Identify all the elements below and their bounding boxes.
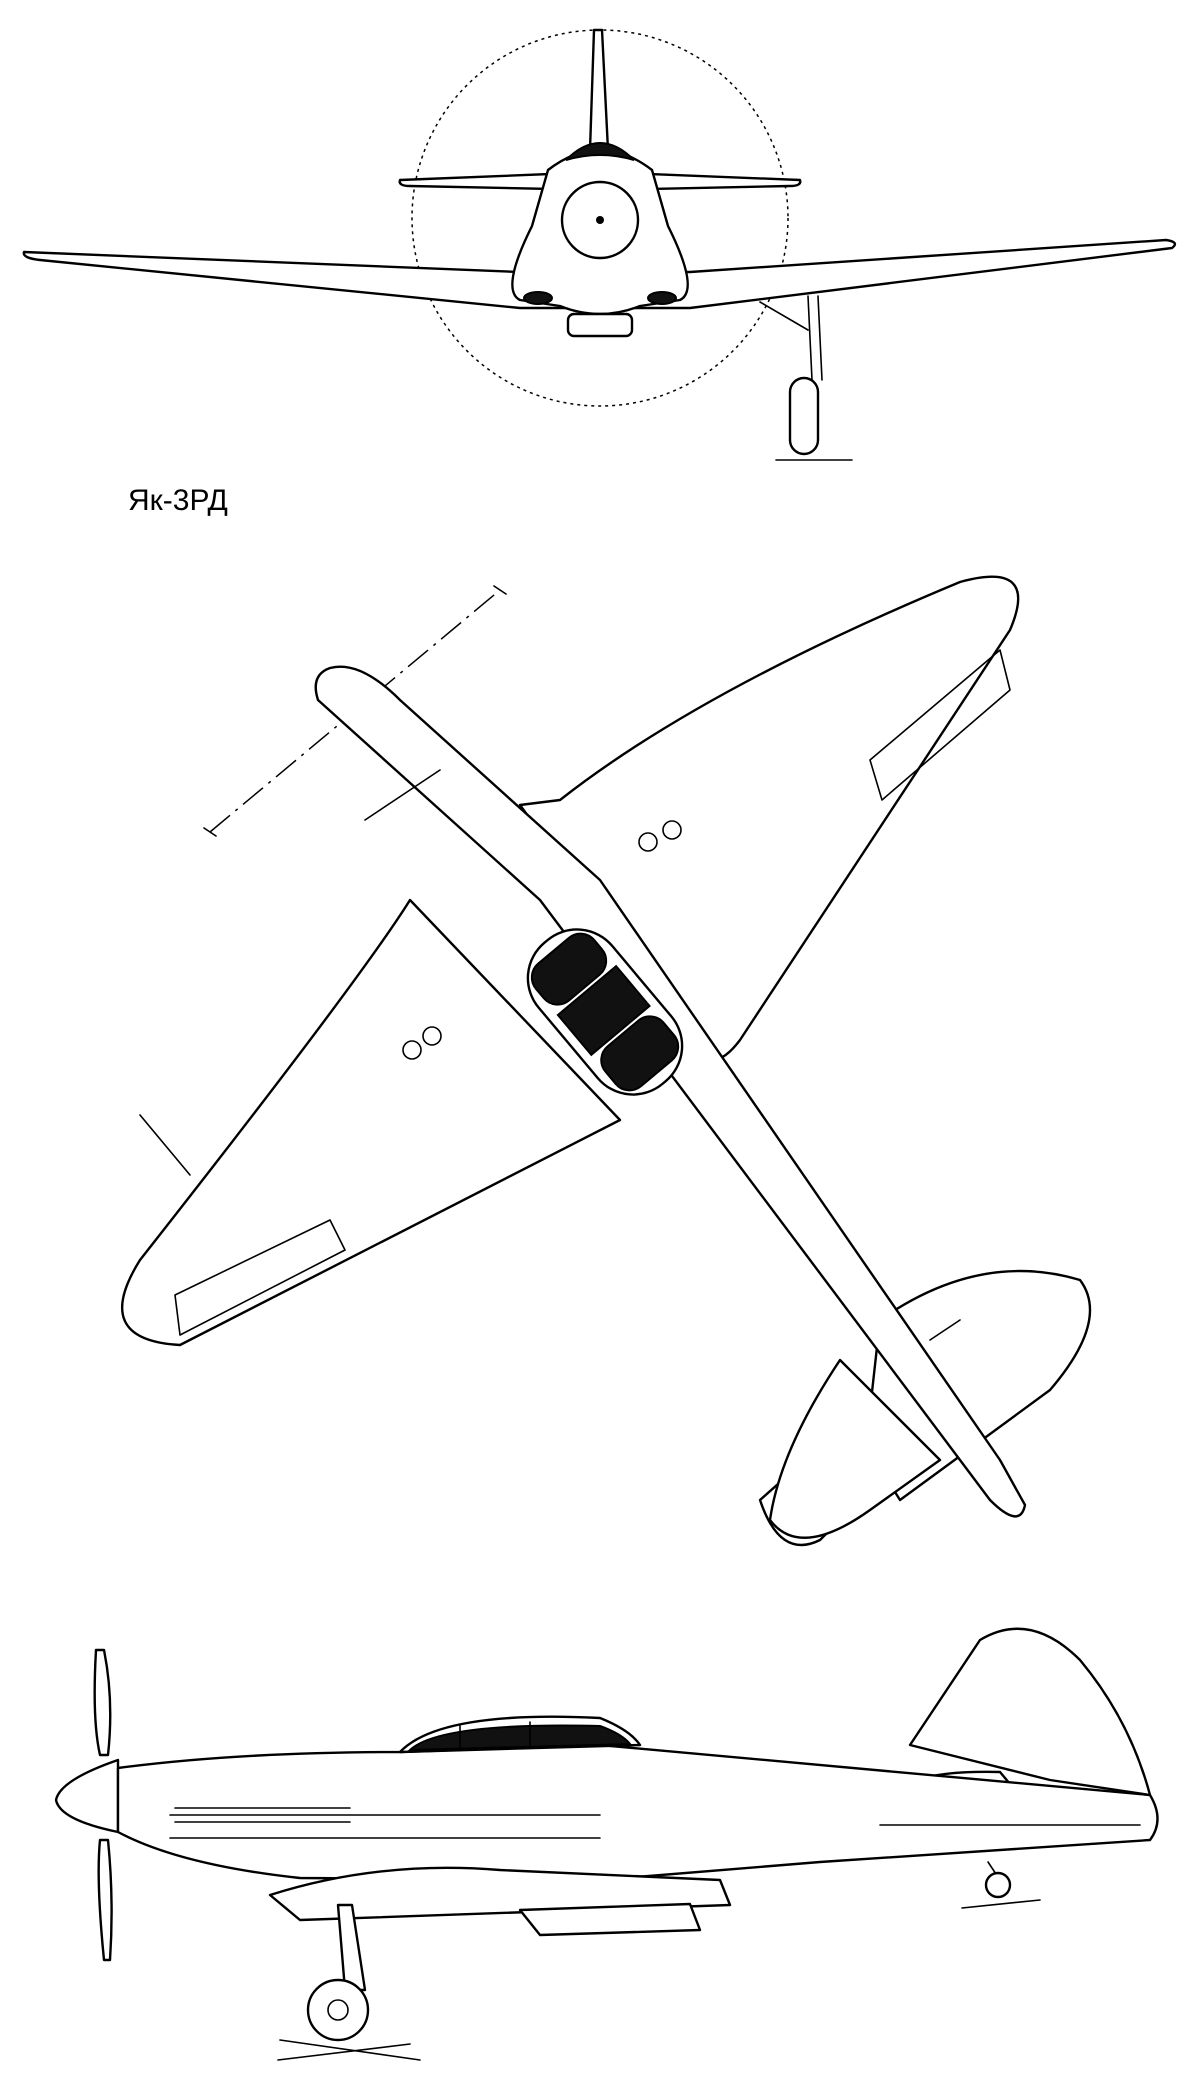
side-gear-wheel [306, 1978, 370, 2042]
plan-right-wing [518, 575, 1020, 1061]
side-gear-leg [336, 1903, 367, 1992]
front-gear-strut [759, 295, 823, 381]
side-radiator [518, 1902, 702, 1937]
plan-pitot [139, 1114, 191, 1176]
side-spinner [54, 1758, 120, 1834]
plan-canopy [526, 928, 684, 1096]
side-cowl-lines [169, 1814, 1141, 1839]
plan-fuselage [314, 665, 1027, 1518]
side-fin [908, 1627, 1152, 1797]
front-right-intake [647, 291, 677, 305]
side-gear-hub [327, 1999, 349, 2021]
side-canopy-glass [407, 1724, 633, 1752]
front-fin [588, 28, 610, 152]
front-radiator [566, 312, 634, 338]
side-tailwheel [984, 1871, 1012, 1899]
front-view [22, 28, 1177, 461]
front-spinner-hub [596, 216, 604, 224]
side-propeller-upper [93, 1648, 112, 1757]
plan-view [121, 575, 1092, 1546]
plan-fuselage-band [364, 769, 961, 1341]
side-fuselage [116, 1743, 1159, 1882]
side-propeller-lower [97, 1838, 113, 1962]
plan-right-flap [869, 649, 1011, 801]
plan-left-flap [174, 1219, 346, 1336]
propeller-disc [411, 29, 789, 407]
plan-left-wing [121, 898, 622, 1347]
plan-wing-marks [402, 820, 682, 1060]
side-tail-ground [961, 1899, 1041, 1909]
plan-centerline-end [203, 585, 507, 837]
side-exhausts [174, 1807, 351, 1823]
side-ground-line [277, 2039, 421, 2061]
side-canopy-frames [459, 1721, 531, 1751]
side-view [54, 1627, 1159, 2061]
front-left-intake [523, 291, 553, 305]
plan-lower-tailplane [768, 1358, 942, 1539]
front-gear-wheel [788, 376, 820, 456]
front-canopy [565, 142, 635, 161]
caption-label: Як-3РД [128, 484, 228, 517]
